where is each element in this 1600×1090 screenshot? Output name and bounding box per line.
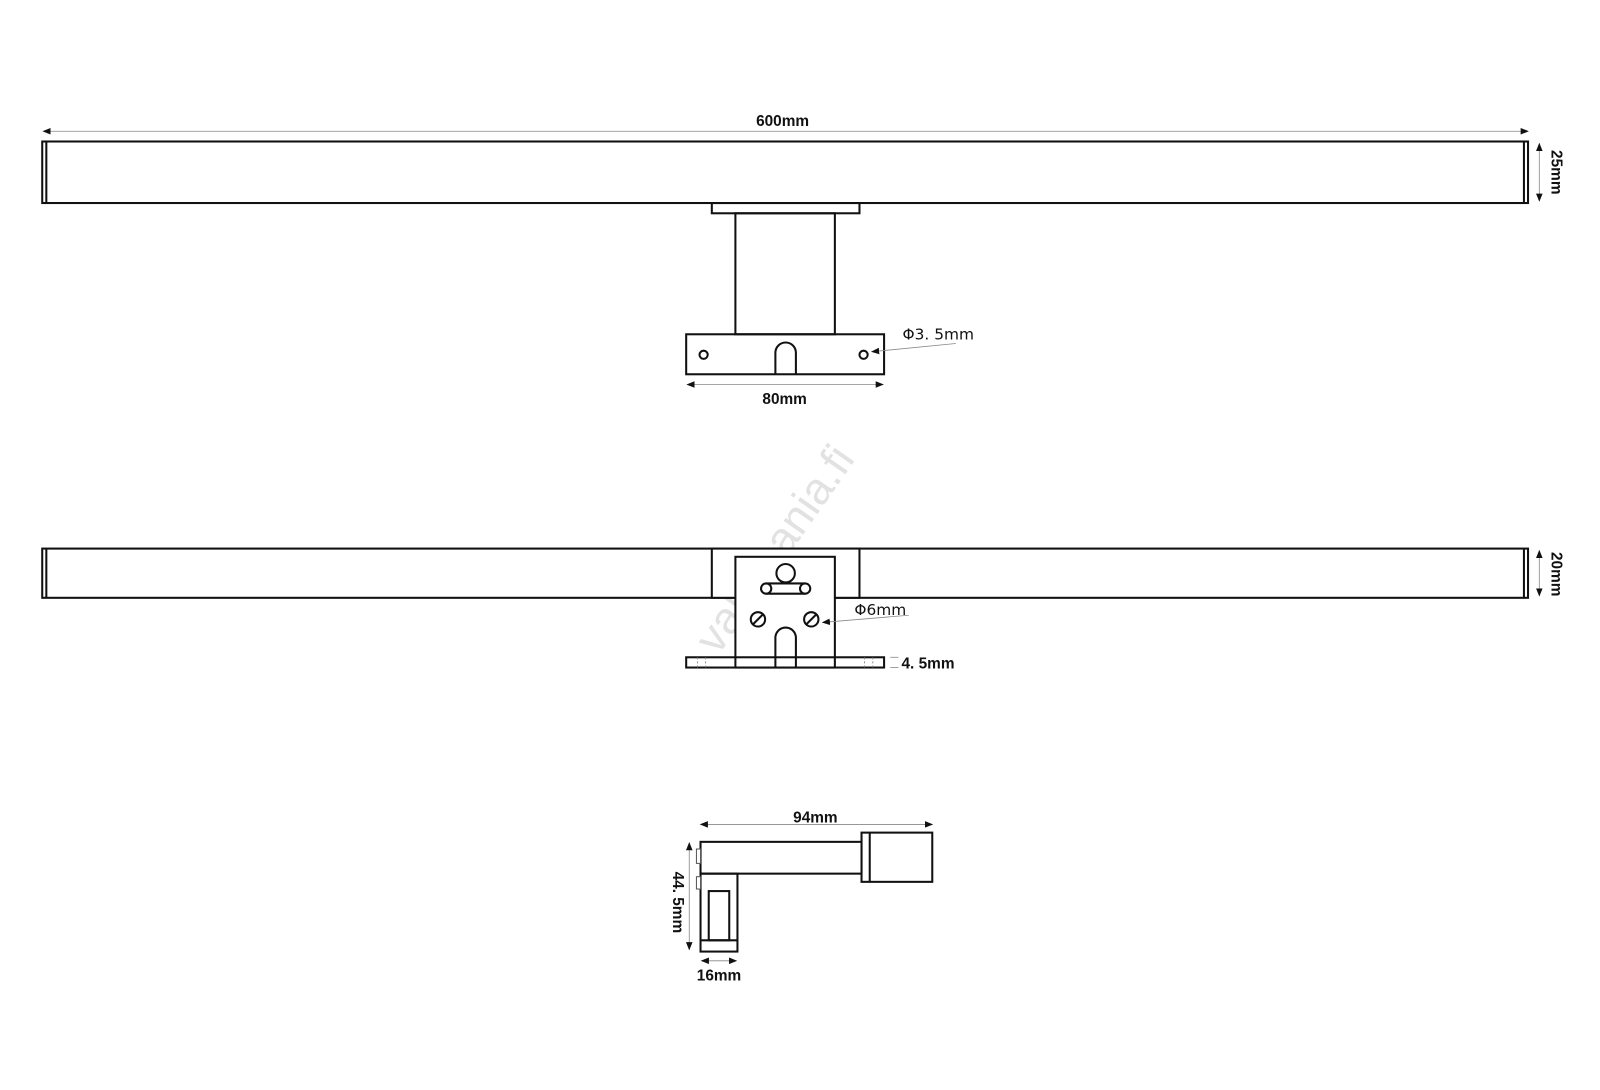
side-view: 94mm 44. 5mm 16mm: [669, 809, 934, 984]
side-arm: [699, 840, 863, 875]
screw-hole: [698, 349, 709, 360]
screw-label: Φ6mm: [854, 601, 906, 619]
mounting-slot: [774, 341, 797, 375]
side-bar-end: [860, 831, 934, 883]
screw-icon: [749, 611, 767, 628]
front-view: 600mm 25mm Φ3. 5mm 80mm: [41, 113, 1565, 408]
screw-hole: [858, 349, 869, 360]
bracket-arm: [734, 212, 836, 336]
plate-thickness-label: 4. 5mm: [902, 656, 955, 673]
hole-label: Φ3. 5mm: [903, 325, 974, 343]
mounting-plate: [685, 333, 886, 376]
screw-icon: [803, 611, 820, 628]
plate-width-label: 80mm: [762, 391, 806, 408]
light-bar: [41, 140, 1530, 205]
bracket-cap: [710, 202, 861, 215]
base-plate: [685, 656, 886, 669]
height-label: 25mm: [1548, 150, 1565, 194]
side-height-label: 44. 5mm: [669, 872, 686, 934]
length-label: 600mm: [756, 113, 809, 130]
depth-label: 94mm: [793, 809, 837, 826]
side-mount: [699, 872, 739, 953]
top-view: 20mm Φ6mm 4. 5mm: [41, 547, 1565, 673]
side-width-label: 16mm: [697, 967, 741, 984]
bracket-body: [734, 555, 836, 669]
top-height-label: 20mm: [1548, 552, 1565, 596]
